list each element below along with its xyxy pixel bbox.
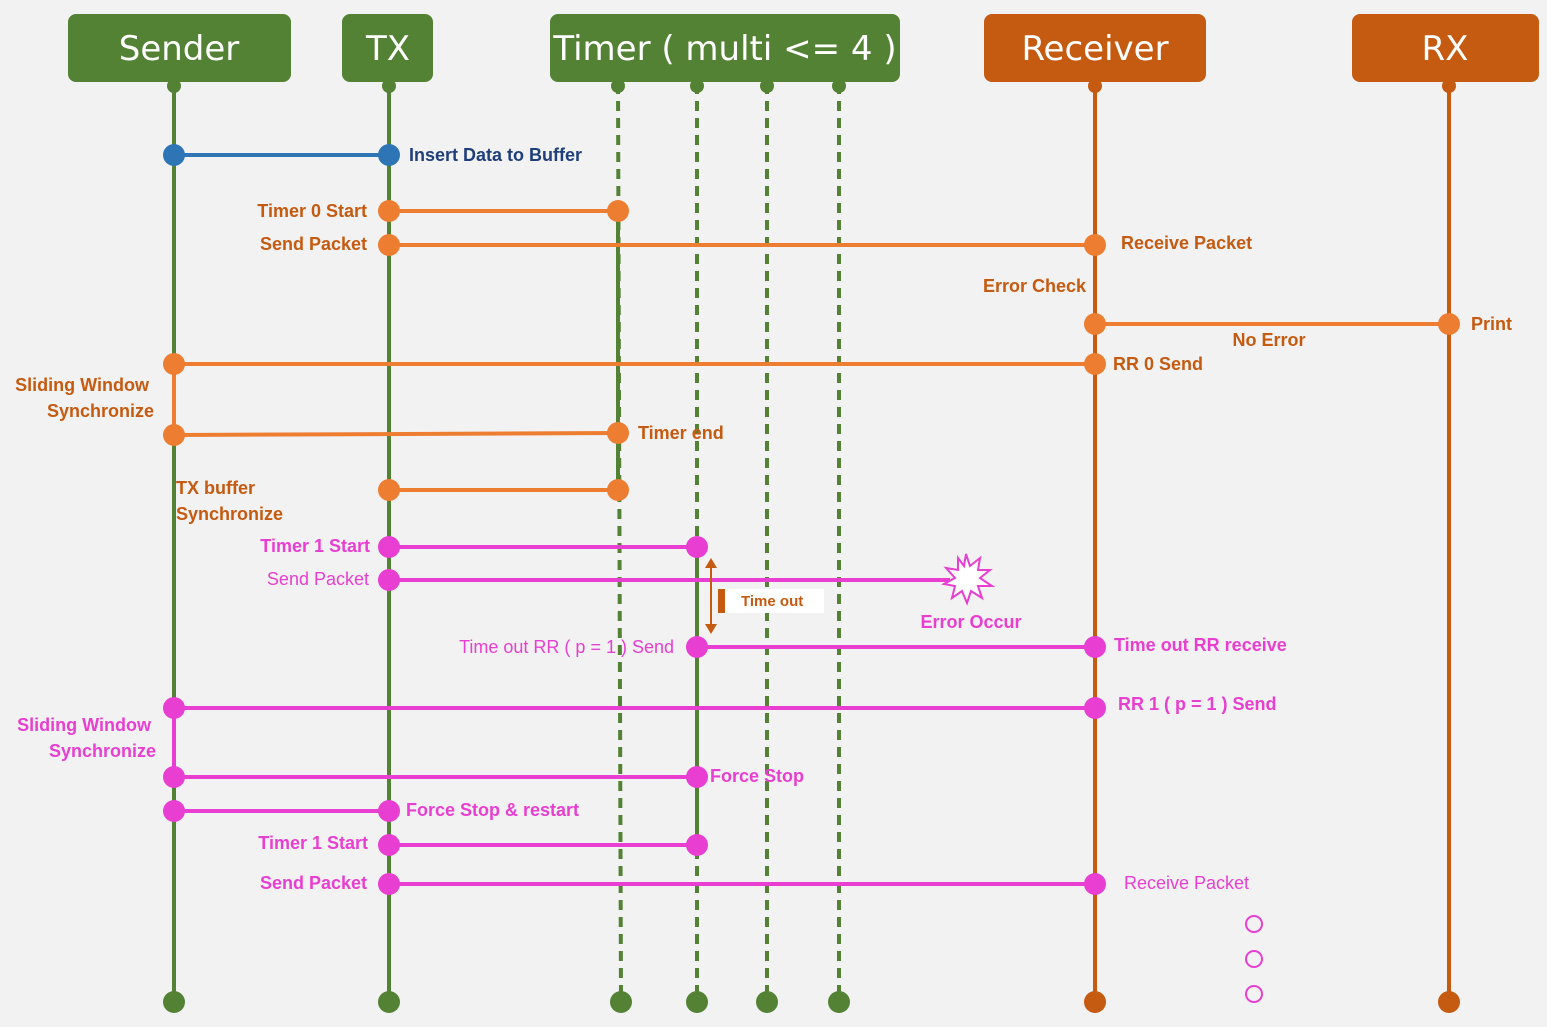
error-burst-icon: Error Occur (920, 553, 1022, 632)
arrow-down-icon (705, 624, 717, 634)
header-sender: Sender (68, 14, 291, 82)
header-timer-label: Timer ( multi <= 4 ) (552, 29, 896, 69)
tx-buffer-label: TX buffer (176, 478, 255, 498)
msg-send-packet-1: Send Packet Receive Packet (260, 233, 1252, 256)
timer1-start-2-label: Timer 1 Start (258, 833, 368, 853)
time-out-indicator: Time out (705, 558, 824, 634)
print-label: Print (1471, 314, 1512, 334)
timer-end-label: Timer end (638, 423, 724, 443)
send-packet-2-label: Send Packet (267, 569, 369, 589)
msg-print: Print No Error (1084, 313, 1512, 350)
tx-buffer-sync-label: Synchronize (176, 504, 283, 524)
error-check-label: Error Check (983, 276, 1087, 296)
send-packet-3-label: Send Packet (260, 873, 367, 893)
msg-tx-buffer-sync: TX buffer Synchronize (176, 478, 629, 524)
receive-packet-2-label: Receive Packet (1124, 873, 1249, 893)
error-occur-label: Error Occur (920, 612, 1021, 632)
sliding-window-sync-1: Sliding Window Synchronize (15, 364, 176, 435)
msg-timer1-start-2: Timer 1 Start (258, 833, 708, 856)
msg-send-packet-2: Send Packet (267, 569, 950, 591)
continuation-dots (1245, 915, 1263, 1003)
receive-packet-1-label: Receive Packet (1121, 233, 1252, 253)
header-receiver-label: Receiver (1021, 29, 1168, 69)
msg-force-stop-restart: Force Stop & restart (163, 800, 579, 822)
msg-rr0-send: RR 0 Send (163, 353, 1203, 375)
timeout-rr-send-label: Time out RR ( p = 1 ) Send (459, 637, 674, 657)
msg-timeout-rr: Time out RR ( p = 1 ) Send Time out RR r… (459, 635, 1287, 658)
synchronize-2-label: Synchronize (49, 741, 156, 761)
insert-data-label: Insert Data to Buffer (409, 145, 582, 165)
rr1-send-label: RR 1 ( p = 1 ) Send (1118, 694, 1277, 714)
sliding-window-1-label: Sliding Window (15, 375, 150, 395)
timeout-rr-receive-label: Time out RR receive (1114, 635, 1287, 655)
lifeline-bottom-dots (163, 991, 1460, 1013)
sliding-window-sync-2: Sliding Window Synchronize (17, 708, 176, 777)
msg-timer1-start-1: Timer 1 Start (260, 536, 708, 558)
rr0-send-label: RR 0 Send (1113, 354, 1203, 374)
msg-timer0-start: Timer 0 Start (257, 200, 629, 222)
timer0-start-label: Timer 0 Start (257, 201, 367, 221)
synchronize-1-label: Synchronize (47, 401, 154, 421)
msg-send-packet-3: Send Packet Receive Packet (260, 873, 1249, 895)
msg-timer-end: Timer end (163, 422, 724, 446)
header-tx: TX (342, 14, 433, 82)
header-sender-label: Sender (119, 29, 240, 69)
force-stop-restart-label: Force Stop & restart (406, 800, 579, 820)
sliding-window-2-label: Sliding Window (17, 715, 152, 735)
time-out-label: Time out (741, 593, 803, 610)
header-rx: RX (1352, 14, 1539, 82)
header-receiver: Receiver (984, 14, 1206, 82)
msg-insert-data: Insert Data to Buffer (163, 144, 582, 166)
no-error-label: No Error (1232, 330, 1305, 350)
send-packet-1-label: Send Packet (260, 234, 367, 254)
header-tx-label: TX (365, 29, 410, 69)
force-stop-label: Force Stop (710, 766, 804, 786)
msg-force-stop: Force Stop (163, 766, 804, 788)
arrow-up-icon (705, 558, 717, 568)
msg-rr1-send: RR 1 ( p = 1 ) Send (163, 694, 1277, 719)
lifeline-top-dots (167, 79, 1456, 93)
header-timer: Timer ( multi <= 4 ) (550, 14, 900, 82)
timer1-start-1-label: Timer 1 Start (260, 536, 370, 556)
header-rx-label: RX (1422, 29, 1469, 69)
